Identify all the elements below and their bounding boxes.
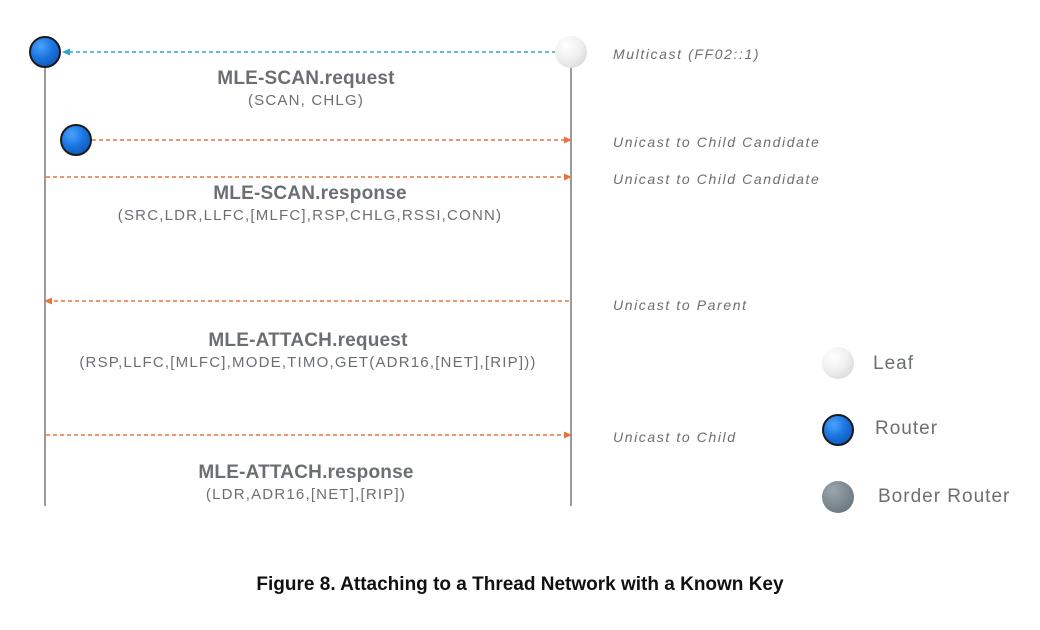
- multicast-arrow: [62, 48, 556, 56]
- legend-leaf-label: Leaf: [873, 353, 914, 374]
- note-multicast: Multicast (FF02::1): [613, 46, 761, 62]
- message-name: MLE-SCAN.request: [217, 68, 395, 89]
- router-node: [29, 36, 61, 68]
- leaf-node: [555, 36, 587, 68]
- message-attach-request: MLE-ATTACH.request (RSP,LLFC,[MLFC],MODE…: [50, 330, 566, 371]
- unicast-child-arrow: [46, 431, 572, 439]
- leaf-lifeline: [570, 64, 572, 506]
- note-unicast-candidate-1: Unicast to Child Candidate: [613, 134, 821, 150]
- message-params: (LDR,ADR16,[NET],[RIP]): [205, 486, 407, 503]
- legend-border-router-label: Border Router: [878, 486, 1011, 507]
- unicast-candidate-arrow-2: [46, 173, 572, 181]
- legend-leaf-icon: [822, 347, 854, 379]
- legend-border-router-icon: [822, 481, 854, 513]
- message-name: MLE-ATTACH.request: [208, 330, 408, 351]
- legend-router-icon: [822, 414, 854, 446]
- unicast-candidate-arrow-1: [92, 136, 572, 144]
- router-lifeline: [44, 64, 46, 506]
- message-scan-response: MLE-SCAN.response (SRC,LDR,LLFC,[MLFC],R…: [90, 183, 530, 224]
- note-unicast-parent: Unicast to Parent: [613, 297, 748, 313]
- unicast-parent-arrow: [44, 297, 569, 305]
- note-unicast-child: Unicast to Child: [613, 429, 737, 445]
- figure-caption: Figure 8. Attaching to a Thread Network …: [256, 574, 784, 595]
- message-params: (SRC,LDR,LLFC,[MLFC],RSP,CHLG,RSSI,CONN): [117, 207, 503, 224]
- message-attach-response: MLE-ATTACH.response (LDR,ADR16,[NET],[RI…: [156, 462, 456, 503]
- message-params: (SCAN, CHLG): [247, 92, 365, 109]
- router-node-candidate: [60, 124, 92, 156]
- note-unicast-candidate-2: Unicast to Child Candidate: [613, 171, 821, 187]
- message-name: MLE-ATTACH.response: [198, 462, 414, 483]
- legend-router-label: Router: [875, 418, 939, 439]
- message-name: MLE-SCAN.response: [213, 183, 407, 204]
- message-params: (RSP,LLFC,[MLFC],MODE,TIMO,GET(ADR16,[NE…: [79, 354, 537, 371]
- message-scan-request: MLE-SCAN.request (SCAN, CHLG): [156, 68, 456, 109]
